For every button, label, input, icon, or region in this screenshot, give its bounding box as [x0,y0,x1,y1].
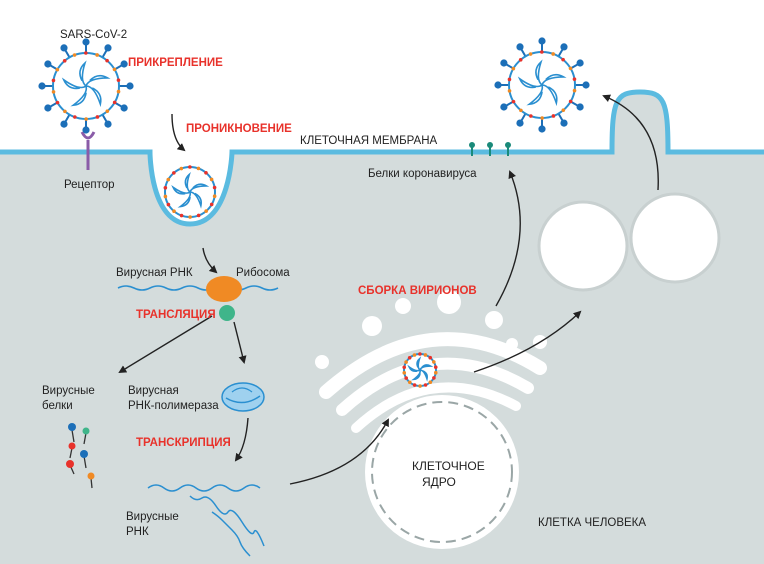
viral-rnas-label-1: Вирусные [126,511,179,523]
ribosome-label: Рибосома [236,267,290,279]
virus-attaching [38,38,134,134]
nucleus-label-2: ЯДРО [422,475,456,489]
ribosome-large-subunit [206,276,242,302]
cell-nucleus [365,395,519,549]
rna-polymerase-icon [221,382,265,412]
cell-membrane [0,89,764,227]
receptor [80,131,96,170]
nucleus-label-1: КЛЕТОЧНОЕ [412,459,485,473]
cell-membrane-label: КЛЕТОЧНАЯ МЕМБРАНА [300,135,438,147]
virion-vesicle-1 [537,200,629,292]
viral-rnas-icon [147,484,265,557]
translation-label: ТРАНСЛЯЦИЯ [136,309,216,321]
process-arrows [118,94,659,485]
coronavirus-membrane-proteins [469,142,511,156]
virus-entering [163,165,217,219]
transcription-label: ТРАНСКРИПЦИЯ [136,437,231,449]
golgi-vesicles [315,290,547,369]
virion-vesicle-2 [629,192,721,284]
ribosome-small-subunit [219,305,235,321]
virus-released [494,37,590,133]
viral-proteins-label-1: Вирусные [42,385,95,397]
penetration-label: ПРОНИКНОВЕНИЕ [186,123,292,135]
viral-proteins-label-2: белки [42,400,73,412]
assembling-virion [402,352,438,388]
viral-proteins-icon [66,423,95,489]
virion-assembly-label: СБОРКА ВИРИОНОВ [358,285,477,297]
viral-rna-label: Вирусная РНК [116,267,193,279]
coronavirus-proteins-label: Белки коронавируса [368,168,477,180]
receptor-label: Рецептор [64,179,115,191]
human-cell-label: КЛЕТКА ЧЕЛОВЕКА [538,517,646,529]
viral-rnas-label-2: РНК [126,526,149,538]
virus-name-label: SARS-CoV-2 [60,29,127,41]
polymerase-label-1: Вирусная [128,385,179,397]
attachment-label: ПРИКРЕПЛЕНИЕ [128,57,223,69]
viral-rna-strand [117,285,279,291]
polymerase-label-2: РНК-полимераза [128,400,219,412]
